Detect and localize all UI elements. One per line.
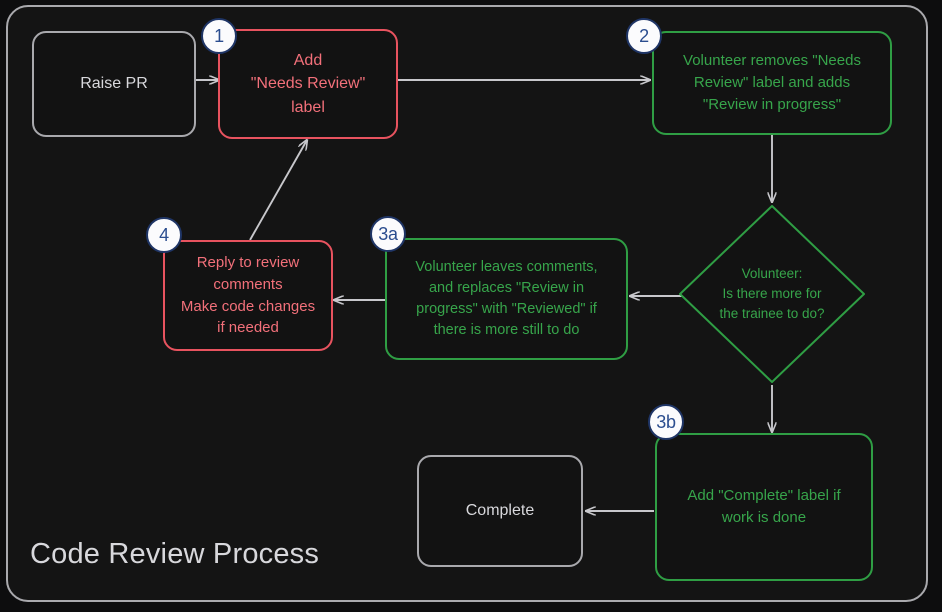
node-volunteer-leaves-comments-text: Volunteer leaves comments, and replaces … [415, 258, 598, 339]
node-volunteer-leaves-comments[interactable]: Volunteer leaves comments, and replaces … [385, 238, 628, 360]
step-badge-3b-text: 3b [656, 411, 676, 432]
node-complete-label: Complete [465, 502, 535, 520]
node-reply-to-review-comments-text: Reply to review comments Make code chang… [180, 254, 316, 337]
step-badge-4: 4 [146, 217, 182, 253]
node-add-complete-label[interactable]: Add "Complete" label if work is done [655, 433, 873, 581]
step-badge-4-text: 4 [159, 224, 169, 245]
node-add-needs-review-label-text: Add "Needs Review" label [250, 52, 366, 116]
node-raise-pr-label: Raise PR [80, 75, 148, 93]
node-decision-more-work[interactable]: Volunteer: Is there more for the trainee… [676, 202, 868, 386]
step-badge-3a: 3a [370, 216, 406, 252]
diamond-shape [679, 205, 865, 383]
step-badge-2: 2 [626, 18, 662, 54]
node-add-needs-review-label[interactable]: Add "Needs Review" label [218, 29, 398, 139]
step-badge-1: 1 [201, 18, 237, 54]
step-badge-3a-text: 3a [378, 223, 398, 244]
node-raise-pr[interactable]: Raise PR [32, 31, 196, 137]
node-add-complete-label-text: Add "Complete" label if work is done [687, 487, 841, 526]
step-badge-3b: 3b [648, 404, 684, 440]
step-badge-2-text: 2 [639, 25, 649, 46]
node-reply-to-review-comments[interactable]: Reply to review comments Make code chang… [163, 240, 333, 351]
step-badge-1-text: 1 [214, 25, 224, 46]
node-complete[interactable]: Complete [417, 455, 583, 567]
node-volunteer-removes-label[interactable]: Volunteer removes "Needs Review" label a… [652, 31, 892, 135]
node-volunteer-removes-label-text: Volunteer removes "Needs Review" label a… [683, 52, 861, 113]
diagram-title: Code Review Process [30, 538, 320, 570]
